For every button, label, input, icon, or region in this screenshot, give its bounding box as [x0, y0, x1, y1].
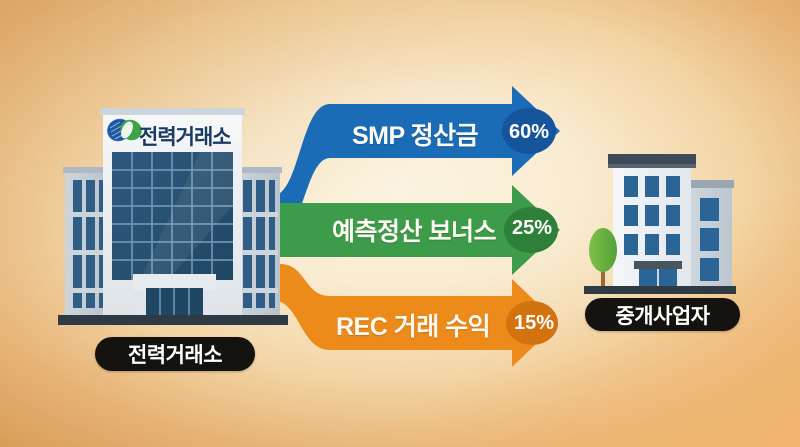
building-sign-text: 전력거래소	[139, 126, 232, 149]
flow-label-bonus: 예측정산 보너스	[332, 218, 496, 246]
source-label-pill: 전력거래소	[95, 337, 255, 371]
flow-percent-rec: 15%	[513, 311, 555, 334]
flow-percent-smp: 60%	[508, 120, 550, 143]
flow-label-rec: REC 거래 수익	[336, 313, 491, 341]
target-label-pill: 중개사업자	[585, 298, 740, 331]
kpx-logo-icon	[106, 118, 142, 142]
flow-arrow-bonus	[252, 185, 560, 275]
flow-percent-bonus: 25%	[511, 216, 553, 239]
flow-arrow-rec	[252, 264, 558, 367]
badge-rec	[506, 301, 558, 345]
source-building	[58, 108, 288, 325]
target-building	[584, 154, 736, 294]
badge-smp	[502, 108, 556, 154]
tree-icon	[589, 228, 617, 286]
flow-label-smp: SMP 정산금	[352, 122, 479, 150]
flow-arrow-smp	[252, 86, 560, 232]
badge-bonus	[504, 207, 558, 253]
